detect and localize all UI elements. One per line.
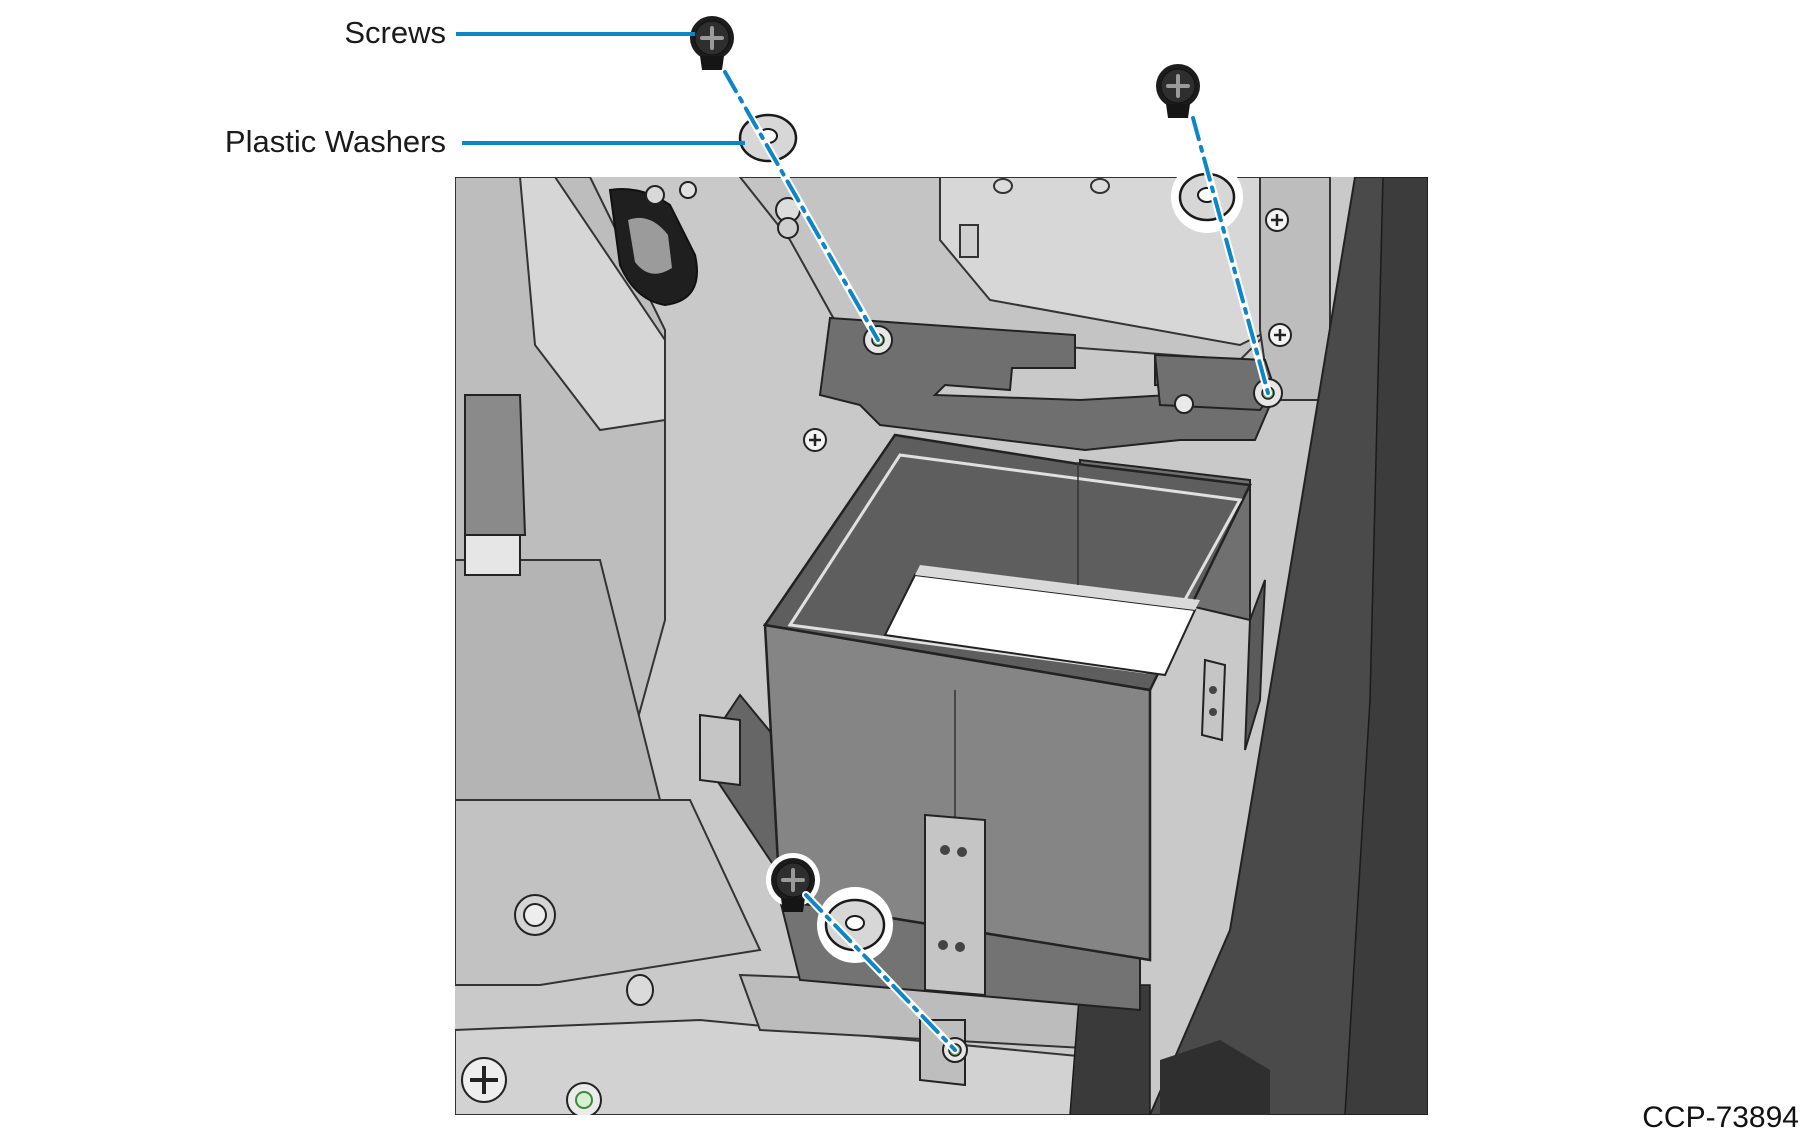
tray-bracket — [699, 658, 1227, 1087]
plastic-washers-label: Plastic Washers — [225, 124, 446, 159]
callout-plastic-washers: Plastic Washers — [225, 124, 745, 159]
mounting-bracket — [802, 207, 1293, 453]
screw-icon — [688, 14, 736, 72]
screw-icon — [1154, 62, 1202, 120]
assembly-axis-lines — [721, 68, 1272, 1054]
figure-id: CCP-73894 — [1642, 1101, 1799, 1134]
bottom-rails — [455, 973, 1121, 1115]
callout-screws: Screws — [344, 15, 695, 50]
right-bezel — [1069, 177, 1428, 1115]
left-chassis — [455, 177, 762, 1006]
screws-label: Screws — [344, 15, 446, 50]
washer-icon — [817, 887, 893, 963]
assembly-panel — [455, 177, 1428, 1115]
